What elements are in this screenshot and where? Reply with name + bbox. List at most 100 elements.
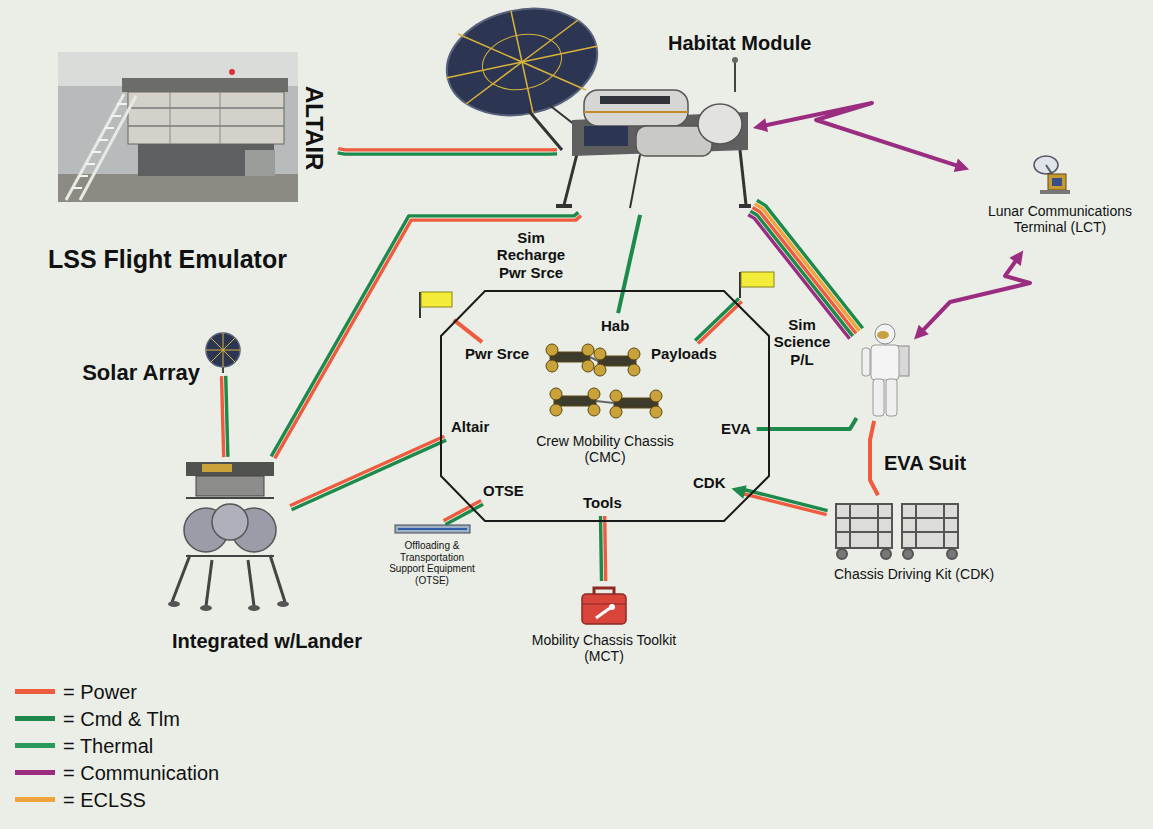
node-label: Offloading & Transportation Support Equi… — [384, 540, 480, 586]
port-label: Payloads — [648, 344, 720, 364]
legend-text: = Power — [63, 680, 137, 704]
port-label: Tools — [580, 493, 625, 513]
legend-row: = Thermal — [15, 732, 219, 759]
eva-suit-node: EVA Suit — [858, 322, 912, 418]
arrowhead — [1009, 250, 1023, 265]
connector — [338, 149, 557, 154]
port-label: OTSE — [480, 481, 527, 501]
connector — [454, 320, 482, 342]
cdk-icon — [836, 504, 958, 559]
legend-text: = ECLSS — [63, 788, 146, 812]
connector — [222, 376, 228, 457]
octagon-outline — [441, 291, 769, 521]
arrowhead — [731, 485, 746, 499]
connector-line — [743, 494, 827, 515]
toolkit-node: Mobility Chassis Toolkit (MCT) — [580, 584, 628, 626]
legend-row: = ECLSS — [15, 786, 219, 813]
connector-line — [275, 216, 581, 459]
connector-line — [757, 200, 863, 328]
node-label: Chassis Driving Kit (CDK) — [834, 566, 994, 582]
otse-icon — [395, 525, 470, 533]
connector-line — [338, 153, 557, 154]
connector-line — [757, 418, 857, 429]
altair-photo — [58, 52, 298, 202]
legend-swatch — [15, 689, 55, 694]
connector — [757, 418, 857, 429]
connector — [271, 212, 581, 458]
node-label: Lunar Communications Terminal (LCT) — [972, 203, 1148, 235]
node-label: Crew Mobility Chassis (CMC) — [520, 433, 690, 465]
habitat-node: Habitat Module — [560, 85, 750, 212]
node-label: EVA Suit — [884, 452, 966, 475]
connector — [601, 516, 606, 581]
legend-swatch — [15, 716, 55, 721]
connector-line — [755, 204, 860, 331]
legend: = Power = Cmd & Tlm = Thermal = Communicati… — [15, 678, 219, 813]
port-label: Altair — [451, 418, 489, 436]
lander-icon — [168, 462, 289, 611]
node-label: Solar Array — [40, 360, 200, 385]
legend-text: = Thermal — [63, 734, 153, 758]
octagon-node: Crew Mobility Chassis (CMC) HabPwr Srce Pa… — [440, 290, 770, 522]
connector-line — [290, 436, 445, 506]
connector-line — [222, 376, 224, 457]
connector — [914, 250, 1030, 339]
rover-illustration — [546, 344, 662, 418]
connector-line — [870, 421, 878, 495]
arrowhead — [954, 159, 969, 172]
port-label: Hab — [598, 316, 632, 336]
connector-line — [765, 103, 958, 166]
habitat-illustration — [437, 0, 751, 208]
kit-node: Chassis Driving Kit (CDK) — [830, 498, 962, 562]
terminal-node: Lunar Communications Terminal (LCT) — [972, 150, 1148, 248]
arrowhead — [914, 325, 929, 340]
connector-line — [226, 376, 228, 457]
connector — [695, 299, 742, 344]
connector-line — [601, 516, 602, 581]
port-label: EVA — [721, 420, 751, 438]
port-label: CDK — [690, 473, 729, 493]
eva-suit-icon — [862, 324, 909, 416]
legend-row: = Cmd & Tlm — [15, 705, 219, 732]
toolkit-icon — [582, 588, 626, 624]
connector-line — [292, 440, 447, 510]
port-label: Payloads — [651, 345, 717, 363]
node-label: Sim Recharge Pwr Srce — [488, 229, 574, 281]
section-label: LSS Flight Emulator — [48, 245, 287, 274]
lander-node: Integrated w/Lander — [168, 460, 288, 612]
legend-swatch — [15, 770, 55, 775]
arrowhead — [753, 118, 768, 132]
solar-array-node: Solar Array — [203, 333, 243, 373]
connector-line — [922, 260, 1030, 331]
node-label: Mobility Chassis Toolkit (MCT) — [514, 632, 694, 664]
legend-swatch — [15, 797, 55, 802]
connector-line — [753, 208, 857, 334]
flag-icon — [420, 272, 774, 318]
connector — [870, 421, 878, 495]
port-label: CDK — [693, 474, 726, 492]
flag-node: Sim Science P/L — [738, 272, 774, 298]
legend-text: = Communication — [63, 761, 219, 785]
legend-swatch — [15, 743, 55, 748]
port-label: Tools — [583, 494, 622, 512]
node-label: Integrated w/Lander — [172, 630, 362, 653]
equipment-node: Offloading & Transportation Support Equi… — [395, 524, 470, 534]
photo-node: ALTAIR — [58, 52, 335, 202]
connector-line — [605, 516, 606, 581]
connector-line — [618, 215, 640, 313]
port-label: Hab — [601, 317, 629, 335]
port-label: OTSE — [483, 482, 524, 500]
solar-array-icon — [206, 333, 240, 373]
port-label: Pwr Srce — [465, 345, 529, 363]
connector-line — [698, 302, 742, 344]
lct-icon — [1034, 156, 1070, 194]
connector-line — [454, 320, 482, 342]
node-label: Sim Science P/L — [770, 316, 834, 368]
connector-line — [744, 490, 828, 511]
connector-line — [271, 212, 578, 456]
connector-line — [695, 299, 739, 341]
legend-text: = Cmd & Tlm — [63, 707, 180, 731]
legend-row: = Power — [15, 678, 219, 705]
port-label: Pwr Srce — [462, 344, 532, 364]
